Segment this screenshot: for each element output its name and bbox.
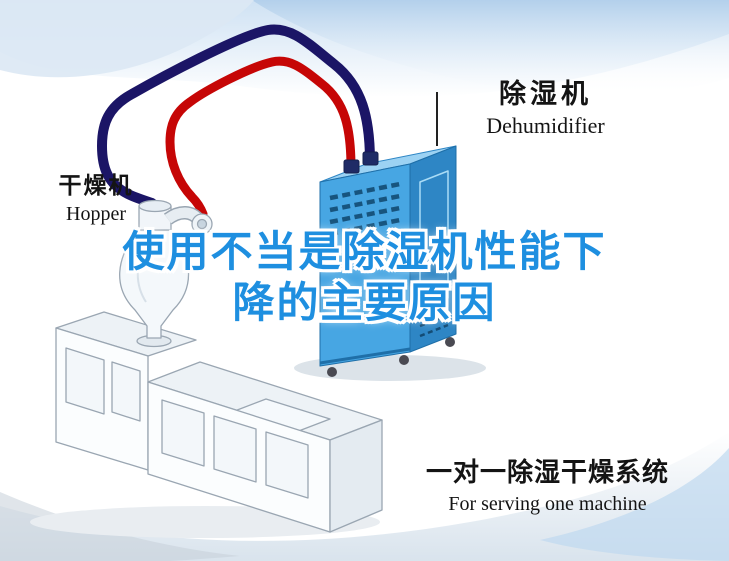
- hopper-label-en: Hopper: [66, 203, 126, 225]
- swoosh-bottom-left: [0, 492, 240, 561]
- pipe-red: [165, 56, 356, 219]
- caster-wheel: [399, 355, 409, 365]
- hopper-flange-port: [196, 218, 208, 230]
- extruder-body-panel: [213, 415, 257, 483]
- hopper-body: [119, 229, 190, 339]
- pipes: [97, 24, 375, 219]
- extruder-body-panel: [161, 399, 205, 467]
- caster-wheel: [327, 367, 337, 377]
- dehumidifier-machine: [294, 145, 486, 381]
- main-title-line2: 降的主要原因: [232, 279, 497, 327]
- main-title-line1: 使用不当是除湿机性能下: [122, 228, 607, 275]
- dehumidifier-front-face: [319, 163, 411, 367]
- front-base-edge: [319, 347, 411, 365]
- system-caption-en: For serving one machine: [448, 493, 647, 515]
- hopper-cap-top: [138, 199, 172, 213]
- extruder-end-face: [329, 419, 383, 533]
- dehumidifier-label-zh: 除湿机: [499, 79, 592, 109]
- hopper-funnel: [119, 199, 213, 348]
- system-caption-zh: 一对一除湿干燥系统: [425, 457, 669, 487]
- hopper-label: 干燥机 Hopper: [40, 166, 152, 226]
- hopper-shading: [136, 239, 147, 303]
- swoosh-bottom-right: [540, 448, 729, 561]
- system-caption: 一对一除湿干燥系统 For serving one machine: [405, 452, 690, 516]
- dehumidifier-label: 除湿机 Dehumidifier: [448, 72, 643, 139]
- front-seam-line: [319, 239, 411, 259]
- extruder-tower-panel: [65, 347, 105, 415]
- main-title: 使用不当是除湿机性能下 降的主要原因: [0, 226, 729, 328]
- side-door-handle: [441, 236, 445, 245]
- hopper-label-zh: 干燥机: [58, 172, 134, 198]
- swoosh-bottom-band: [0, 432, 729, 561]
- extruder-tower-panel: [111, 361, 141, 422]
- side-door-outline: [419, 170, 449, 309]
- extruder-machine: [30, 311, 383, 538]
- pipe-stub-red: [343, 159, 360, 174]
- swoosh-top-left: [0, 0, 254, 78]
- dehumidifier-label-en: Dehumidifier: [486, 113, 605, 138]
- swoosh-top-right: [252, 0, 729, 96]
- pipe-stub-navy: [362, 151, 379, 166]
- pipe-navy: [97, 24, 375, 208]
- caster-wheel: [445, 337, 455, 347]
- extruder-body-panel: [265, 431, 309, 499]
